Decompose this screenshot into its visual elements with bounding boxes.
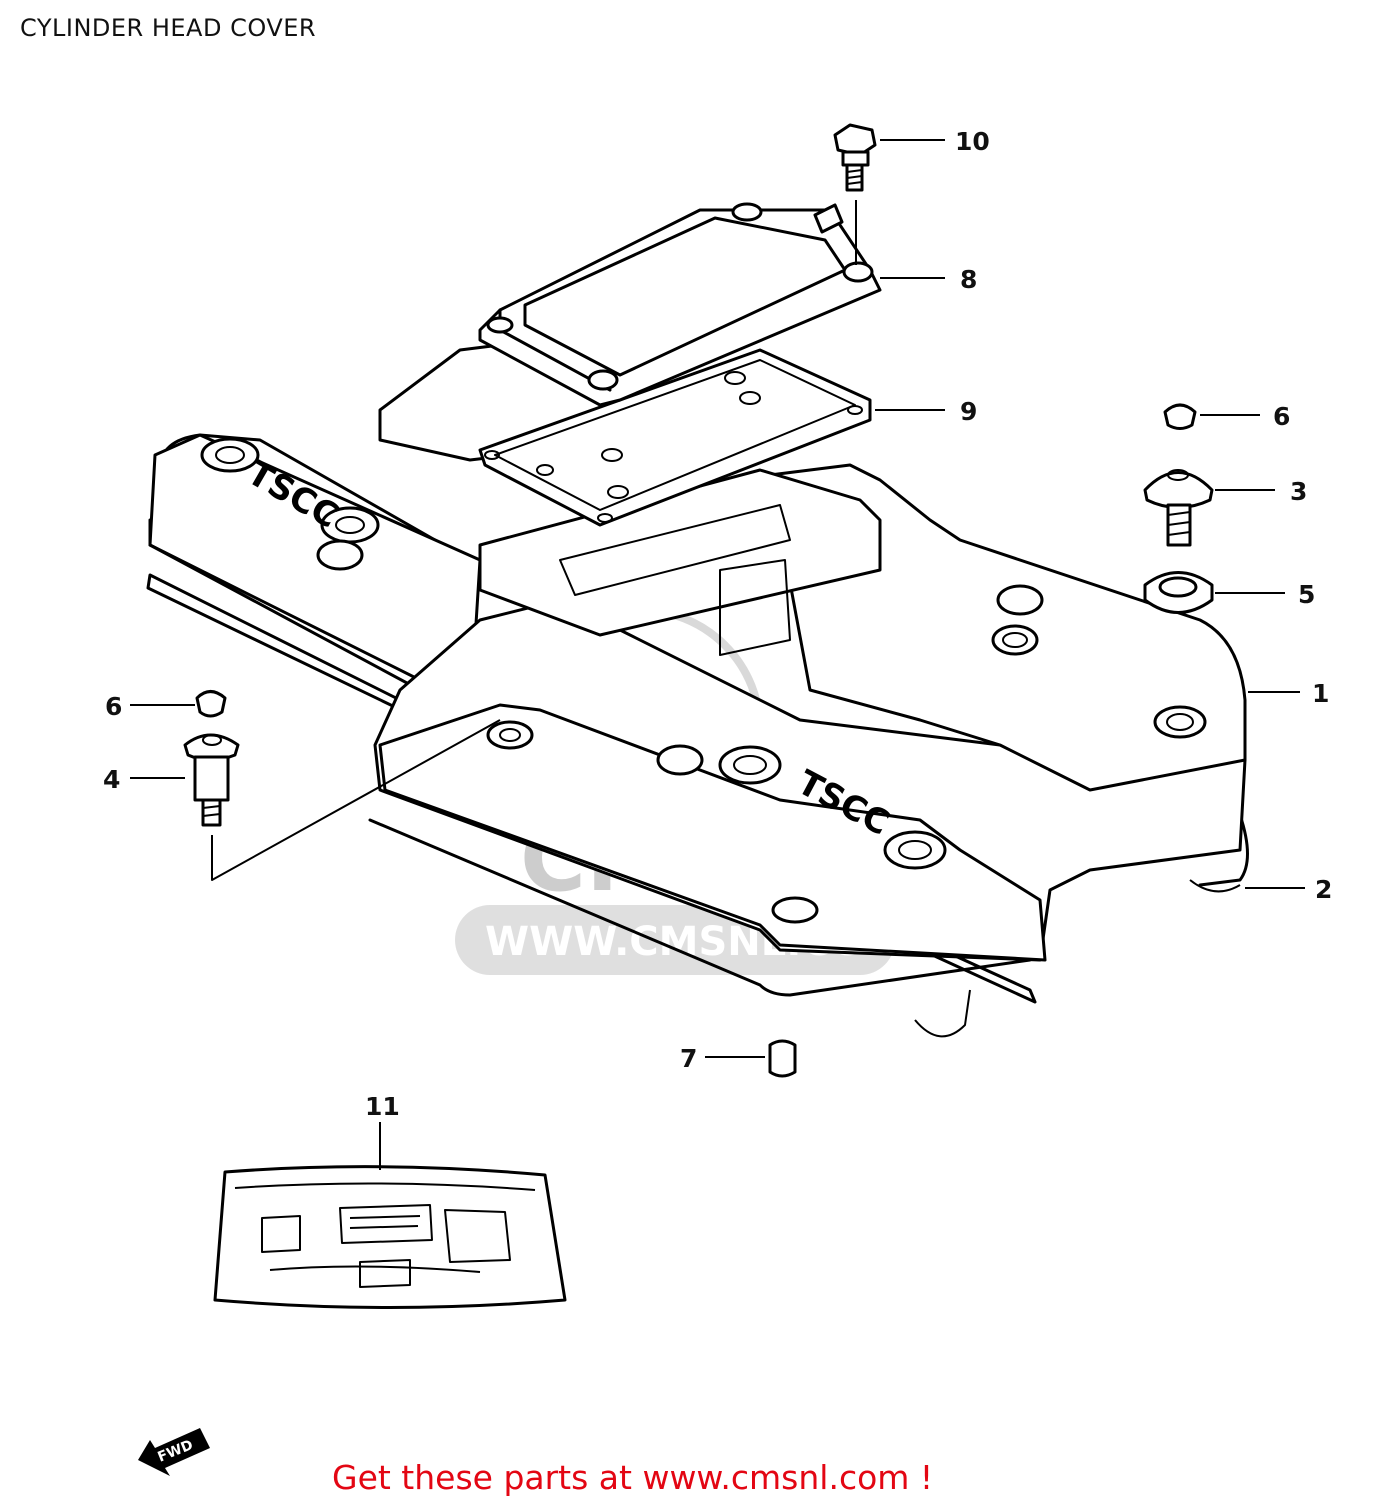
page-title: CYLINDER HEAD COVER bbox=[20, 14, 317, 42]
callout-2: 2 bbox=[1315, 875, 1332, 904]
part-10-breather-cover-bolt[interactable] bbox=[833, 123, 877, 265]
part-11-bond-packing[interactable] bbox=[213, 1165, 567, 1309]
part-6-bolt-cap-upper[interactable] bbox=[1163, 403, 1197, 430]
callout-4: 4 bbox=[103, 765, 120, 794]
callout-6-upper: 6 bbox=[1273, 402, 1290, 431]
part-3-cover-bolt[interactable] bbox=[1143, 469, 1214, 547]
callout-1: 1 bbox=[1312, 679, 1329, 708]
part-7-dowel-pin[interactable] bbox=[768, 1039, 797, 1078]
callout-9: 9 bbox=[960, 397, 977, 426]
callout-5: 5 bbox=[1298, 580, 1315, 609]
callout-7: 7 bbox=[680, 1044, 697, 1073]
part-6-bolt-cap-left[interactable] bbox=[195, 690, 227, 718]
callout-3: 3 bbox=[1290, 477, 1307, 506]
footer-link[interactable]: Get these parts at www.cmsnl.com ! bbox=[332, 1458, 934, 1497]
callout-8: 8 bbox=[960, 265, 977, 294]
callout-10: 10 bbox=[955, 127, 990, 156]
fwd-arrow-icon: FWD bbox=[138, 1428, 210, 1476]
callout-6-left: 6 bbox=[105, 692, 122, 721]
part-1-cylinder-head-cover[interactable]: TSCC TSCC bbox=[148, 343, 1247, 962]
part-4-cover-bolt-long[interactable] bbox=[183, 719, 501, 881]
part-9-breather-gasket[interactable] bbox=[478, 348, 872, 527]
part-8-breather-cover[interactable] bbox=[478, 202, 882, 407]
leader-lines bbox=[130, 139, 1305, 1170]
part-5-bolt-seal-washer[interactable] bbox=[1143, 571, 1214, 614]
callout-11: 11 bbox=[365, 1092, 400, 1121]
